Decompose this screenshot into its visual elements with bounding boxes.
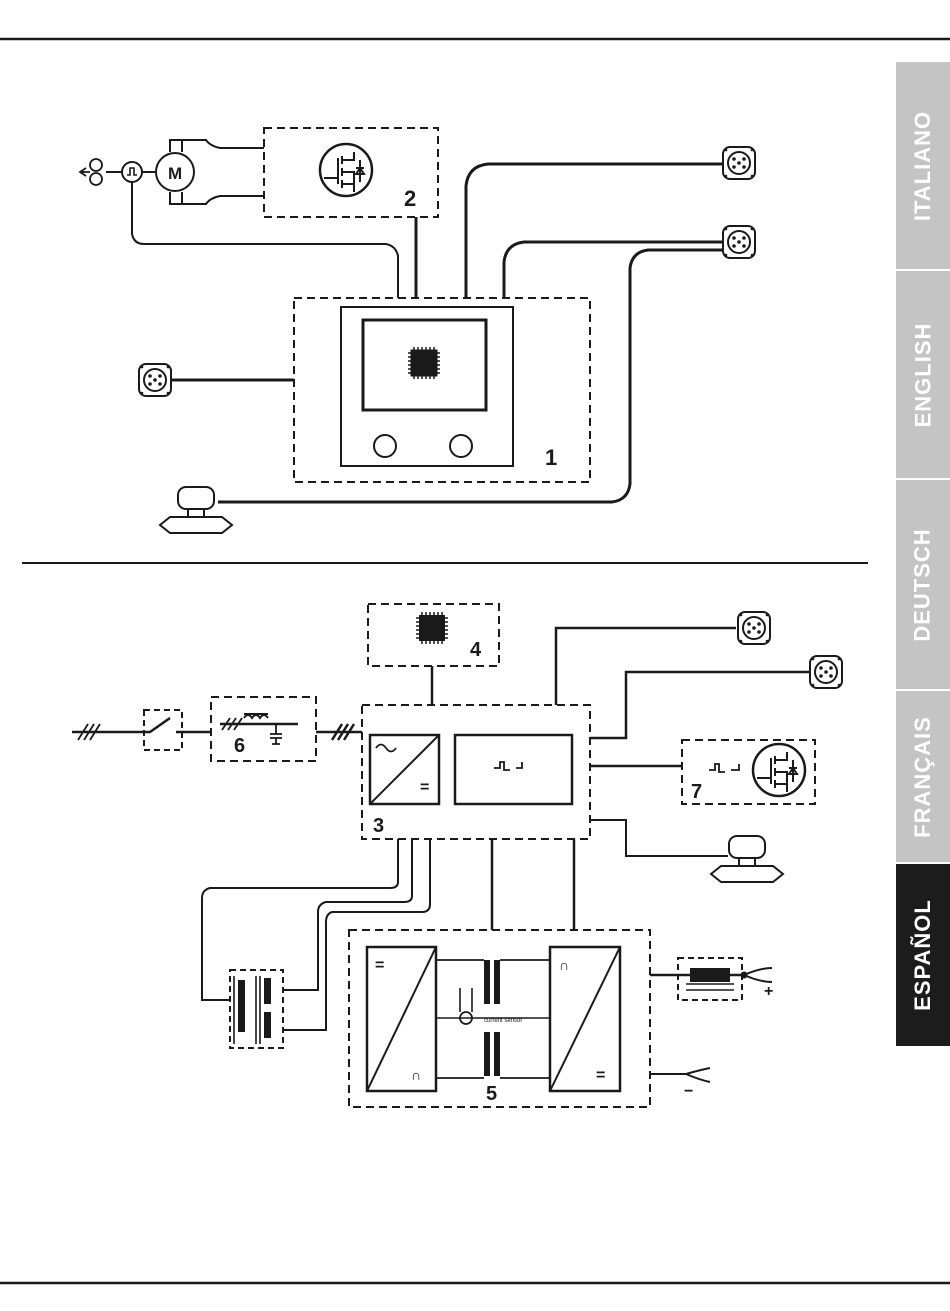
tab-italiano[interactable]: ITALIANO — [896, 62, 950, 269]
connector-mid-right — [723, 226, 755, 258]
label-block-2: 2 — [404, 186, 416, 211]
label-block-7: 7 — [691, 781, 702, 803]
wire-roll-top — [90, 159, 102, 171]
knob-left — [374, 435, 396, 457]
torch-d2-icon — [711, 836, 783, 882]
tab-english[interactable]: ENGLISH — [896, 271, 950, 478]
acdc-ac-symbol: ∩ — [559, 957, 569, 973]
mosfet-icon — [320, 144, 372, 196]
main-switch-frame — [144, 710, 182, 750]
diagram-2 — [72, 604, 815, 1107]
knob-right — [450, 435, 472, 457]
connector-left — [139, 364, 171, 396]
current-sensor-label: current sensor — [484, 1018, 522, 1024]
label-block-5: 5 — [486, 1083, 497, 1105]
diagram-1 — [80, 128, 722, 502]
block-7-mosfet-icon — [753, 744, 805, 796]
acdc-dc-symbol: = — [596, 1067, 605, 1084]
tab-deutsch[interactable]: DEUTSCH — [896, 480, 950, 689]
block-4-chip-icon — [416, 612, 448, 644]
tab-label: DEUTSCH — [910, 528, 936, 641]
torch-icon — [160, 487, 232, 533]
tab-label: ITALIANO — [910, 110, 936, 220]
block-6-frame — [211, 697, 316, 761]
connector-d2-right — [810, 656, 842, 688]
inverter-box — [455, 735, 572, 804]
tab-francais[interactable]: FRANÇAIS — [896, 691, 950, 862]
label-block-1: 1 — [545, 445, 557, 470]
label-block-3: 3 — [373, 815, 384, 837]
capacitor-icon — [270, 724, 282, 744]
tab-label: FRANÇAIS — [910, 716, 936, 838]
tab-label: ENGLISH — [910, 322, 936, 427]
tab-label: ESPAÑOL — [910, 899, 936, 1011]
rectifier-dc-symbol: = — [420, 779, 429, 796]
dcac-dc-symbol: = — [375, 957, 384, 974]
dcac-ac-symbol: ∩ — [411, 1067, 421, 1083]
wire-roll-bottom — [90, 173, 102, 185]
motor-label: M — [168, 164, 182, 183]
connector-top-right — [723, 147, 755, 179]
microcontroller-icon — [408, 347, 440, 379]
tab-espanol[interactable]: ESPAÑOL — [896, 864, 950, 1046]
output-choke — [690, 968, 730, 982]
block-3-frame — [362, 705, 590, 839]
connector-d2-top — [738, 612, 770, 644]
inductor-icon — [244, 715, 268, 718]
label-block-6: 6 — [234, 735, 245, 757]
output-minus: − — [684, 1083, 693, 1100]
output-plus: + — [764, 983, 773, 1000]
encoder-icon — [122, 162, 142, 182]
label-block-4: 4 — [470, 639, 482, 661]
